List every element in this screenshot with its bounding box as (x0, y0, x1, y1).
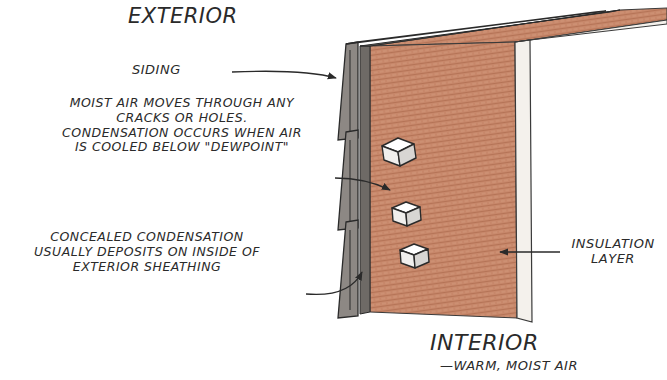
insulation-layer (370, 42, 517, 318)
siding-shading (350, 50, 351, 310)
sheathing-top (360, 10, 620, 46)
wallboard-top (515, 20, 667, 42)
region-heading: EXTERIOR (128, 4, 288, 29)
process-note: MOIST AIR MOVES THROUGH ANY CRACKS OR HO… (62, 96, 302, 155)
interior-wallboard (515, 40, 532, 322)
part-label: INSULATION LAYER (563, 236, 663, 267)
insulation-top (370, 8, 667, 46)
condensation-cubes (382, 138, 429, 268)
process-note: CONCEALED CONDENSATION USUALLY DEPOSITS … (22, 230, 272, 274)
region-heading: INTERIOR (430, 330, 630, 356)
region-note: —WARM, MOIST AIR (440, 358, 640, 373)
siding-boards (338, 11, 606, 318)
part-label: SIDING (132, 62, 232, 77)
